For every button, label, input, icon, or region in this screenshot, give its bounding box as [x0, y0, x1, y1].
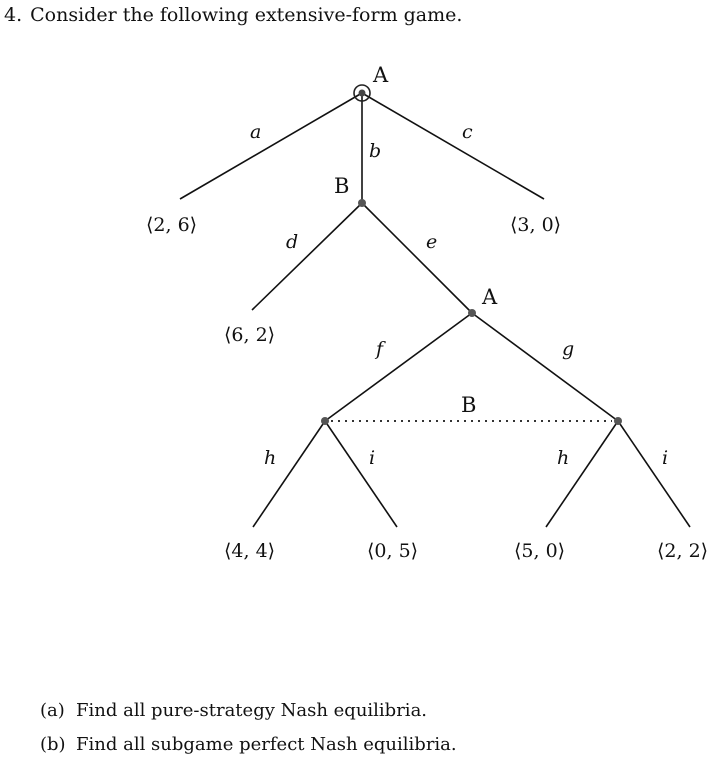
part-b-tag: (b)	[40, 734, 66, 755]
part-a-text: Find all pure-strategy Nash equilibria.	[76, 700, 428, 721]
part-b-text: Find all subgame perfect Nash equilibria…	[76, 734, 457, 755]
question-parts: (a) Find all pure-strategy Nash equilibri…	[40, 694, 457, 762]
node-info-right	[614, 417, 622, 425]
question-text: Consider the following extensive-form ga…	[30, 4, 463, 26]
edge-d	[251, 202, 363, 311]
part-a-tag: (a)	[40, 700, 65, 721]
action-label-h-right: h	[557, 447, 569, 469]
edge-e	[361, 202, 473, 314]
edge-g	[471, 312, 619, 422]
payoff-after-f-i: ⟨0, 5⟩	[367, 540, 418, 562]
question-number: 4.	[4, 4, 23, 26]
payoff-after-a: ⟨2, 6⟩	[146, 214, 197, 236]
action-label-d: d	[286, 231, 298, 253]
action-label-c: c	[462, 121, 473, 143]
player-label-root: A	[372, 63, 389, 87]
node-info-left	[321, 417, 329, 425]
part-b: (b) Find all subgame perfect Nash equilib…	[40, 728, 457, 762]
action-label-b: b	[369, 140, 381, 162]
action-label-a: a	[250, 121, 261, 143]
payoff-after-d: ⟨6, 2⟩	[224, 324, 275, 346]
edge-a	[179, 92, 363, 200]
edge-h-left	[252, 420, 326, 528]
node-b	[358, 199, 366, 207]
root-node	[353, 84, 371, 102]
payoff-after-f-h: ⟨4, 4⟩	[224, 540, 275, 562]
edge-i-right	[617, 420, 691, 528]
action-label-g: g	[562, 338, 574, 360]
action-label-f: f	[374, 338, 386, 360]
node-a2	[468, 309, 476, 317]
edge-c	[361, 92, 545, 200]
action-label-e: e	[426, 231, 437, 253]
question-heading: 4. Consider the following extensive-form …	[4, 4, 462, 26]
action-label-i-right: i	[662, 447, 668, 469]
edge-h-right	[545, 420, 619, 528]
action-label-i-left: i	[369, 447, 375, 469]
payoff-after-g-h: ⟨5, 0⟩	[514, 540, 565, 562]
payoff-after-c: ⟨3, 0⟩	[510, 214, 561, 236]
edge-f	[324, 312, 473, 422]
game-tree: A B A B a b c d e f g h i h i ⟨2, 6⟩ ⟨3,…	[146, 63, 708, 562]
player-label-a2: A	[481, 285, 498, 309]
part-a: (a) Find all pure-strategy Nash equilibri…	[40, 694, 457, 728]
edge-i-left	[324, 420, 398, 528]
player-label-info-set: B	[461, 393, 476, 417]
action-label-h-left: h	[264, 447, 276, 469]
payoff-after-g-i: ⟨2, 2⟩	[657, 540, 708, 562]
player-label-b: B	[334, 174, 349, 198]
